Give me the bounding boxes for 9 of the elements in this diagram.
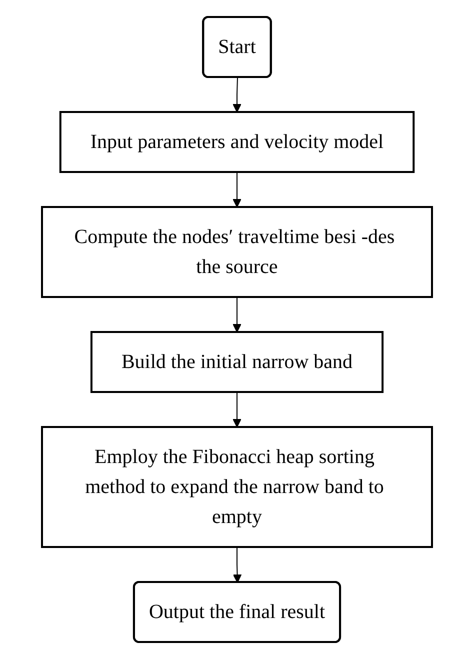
node-box: Employ the Fibonacci heap sorting method to expand the narrow band to empty — [41, 426, 433, 548]
arrow — [232, 296, 242, 332]
arrow — [232, 172, 242, 208]
arrow — [232, 546, 242, 583]
node-box: Input parameters and velocity model — [59, 111, 415, 173]
node-box: Build the initial narrow band — [90, 331, 384, 393]
node-box: Compute the nodes′ traveltime besi -des the source — [41, 206, 433, 298]
arrow — [232, 392, 242, 428]
arrow — [232, 77, 242, 112]
